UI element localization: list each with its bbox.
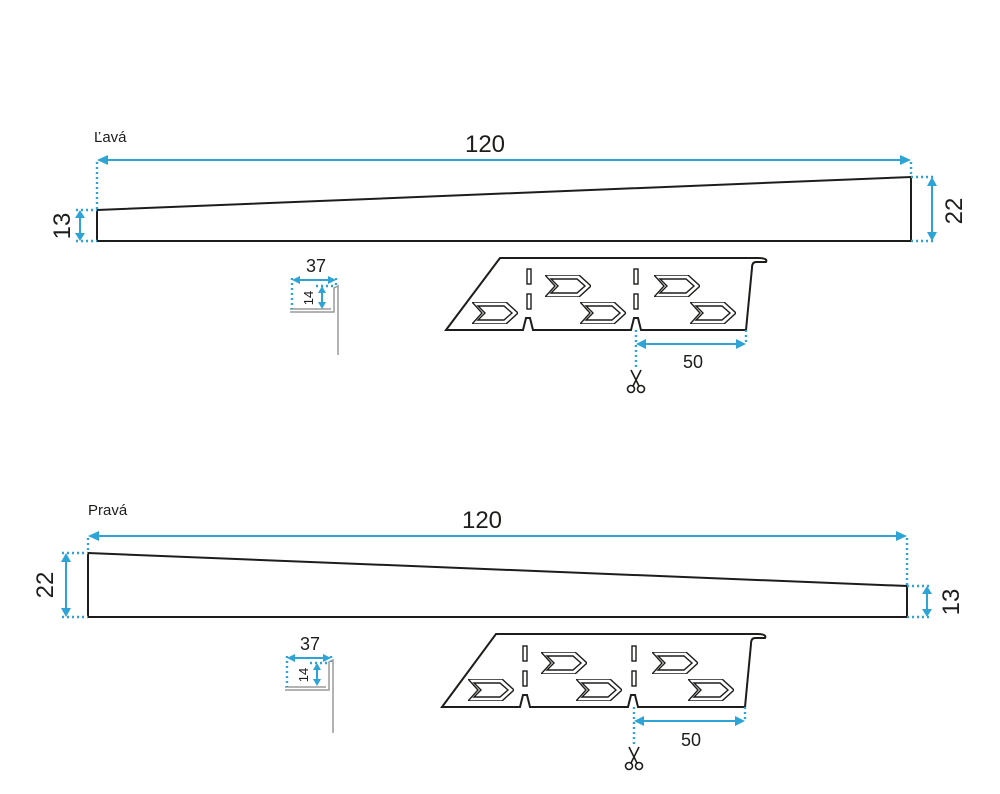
slot xyxy=(633,293,639,310)
scissors-icon xyxy=(626,369,646,394)
left-height-label: 13 xyxy=(49,213,76,240)
profile-width-label: 37 xyxy=(306,256,326,276)
tapered-strip xyxy=(87,551,908,618)
slot xyxy=(526,268,532,285)
panel-title: Pravá xyxy=(88,502,128,519)
tab-strip xyxy=(440,633,767,708)
panel-right: Pravá 120 22 13 xyxy=(32,502,965,771)
length-dimension: 120 xyxy=(95,131,913,210)
chevron-tab xyxy=(576,679,622,701)
right-height-label: 13 xyxy=(938,589,965,616)
length-dimension: 120 xyxy=(86,507,909,586)
tab-spacing-label: 50 xyxy=(683,352,703,372)
slot xyxy=(522,670,528,687)
slot xyxy=(633,268,639,285)
length-label: 120 xyxy=(465,131,505,158)
left-height-dimension: 22 xyxy=(32,551,88,619)
chevron-tab xyxy=(541,652,587,674)
tab-strip xyxy=(444,257,768,331)
chevron-tab xyxy=(654,275,700,297)
profile-section: 37 14 xyxy=(285,634,334,733)
right-height-dimension: 22 xyxy=(911,175,968,243)
tab-spacing-label: 50 xyxy=(681,730,701,750)
tab-spacing-dimension: 50 xyxy=(632,707,747,750)
slot xyxy=(631,645,637,662)
scissors-icon xyxy=(624,746,644,771)
slot xyxy=(631,670,637,687)
profile-width-label: 37 xyxy=(300,634,320,654)
chevron-tab xyxy=(580,302,626,324)
profile-section: 37 14 xyxy=(290,256,339,355)
chevron-tab xyxy=(545,275,591,297)
left-height-dimension: 13 xyxy=(49,208,97,243)
slot xyxy=(526,293,532,310)
right-height-label: 22 xyxy=(941,198,968,225)
panel-left: Ľavá 120 13 22 xyxy=(49,129,968,394)
length-label: 120 xyxy=(462,507,502,534)
profile-height-label: 14 xyxy=(301,291,316,305)
slot xyxy=(522,645,528,662)
tab-spacing-dimension: 50 xyxy=(634,330,748,372)
left-height-label: 22 xyxy=(32,572,59,599)
chevron-tab xyxy=(652,652,698,674)
right-height-dimension: 13 xyxy=(907,584,965,619)
chevron-tab xyxy=(472,302,518,324)
tapered-strip xyxy=(96,175,912,242)
chevron-tab xyxy=(688,679,734,701)
chevron-tab xyxy=(468,679,514,701)
profile-height-label: 14 xyxy=(296,668,311,682)
chevron-tab xyxy=(690,302,736,324)
panel-title: Ľavá xyxy=(94,129,127,146)
